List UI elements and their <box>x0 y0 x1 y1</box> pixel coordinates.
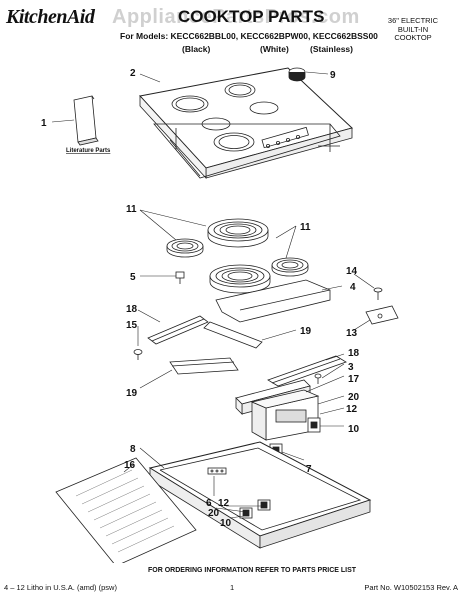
callout-9: 9 <box>330 70 336 81</box>
ordering-note: FOR ORDERING INFORMATION REFER TO PARTS … <box>148 567 357 574</box>
control-knob <box>288 67 306 82</box>
callout-12b: 12 <box>218 498 230 509</box>
page-number: 1 <box>230 583 235 592</box>
exploded-parts-diagram: Literature Parts <box>41 67 399 563</box>
callout-2: 2 <box>130 68 136 79</box>
vent-grille <box>55 457 197 563</box>
header: AppliancePartsPros.com KitchenAid COOKTO… <box>0 0 464 70</box>
terminal-block <box>207 467 227 475</box>
callout-1: 1 <box>41 118 47 129</box>
element-clip <box>175 271 185 284</box>
callout-19: 19 <box>300 326 312 337</box>
callout-10b: 10 <box>220 518 232 529</box>
callout-3: 3 <box>348 362 354 373</box>
brand-logo: KitchenAid <box>6 6 95 28</box>
callout-7: 7 <box>306 464 312 475</box>
cooktop-frame <box>153 123 341 179</box>
callout-18: 18 <box>126 304 138 315</box>
rail-left-lower <box>169 357 239 375</box>
base-pan <box>148 441 372 549</box>
callout-12: 12 <box>346 404 358 415</box>
screw-left <box>133 349 143 360</box>
callout-4: 4 <box>350 282 356 293</box>
mounting-bracket-right <box>365 305 399 325</box>
callout-13: 13 <box>346 328 358 339</box>
color-stainless: (Stainless) <box>310 44 353 54</box>
product-type: 36" ELECTRIC BUILT-IN COOKTOP <box>370 16 456 43</box>
callout-6: 6 <box>206 498 212 509</box>
switch-10 <box>307 417 321 433</box>
screw-right <box>314 373 322 384</box>
literature-parts-book <box>73 95 99 146</box>
callout-11: 11 <box>126 204 137 215</box>
callout-20b: 20 <box>208 508 220 519</box>
cooktop-glass-top <box>139 67 353 180</box>
product-type-line-1: 36" ELECTRIC <box>387 16 439 25</box>
rail-center <box>203 321 263 349</box>
control-box <box>250 389 320 441</box>
product-type-line-2: BUILT-IN <box>397 24 429 34</box>
callout-19b: 19 <box>126 388 138 399</box>
callout-11b: 11 <box>300 222 311 233</box>
radiant-element-group <box>166 218 309 294</box>
color-white: (White) <box>260 44 289 54</box>
control-switch-lower <box>239 499 271 519</box>
callout-15: 15 <box>126 320 138 331</box>
callout-16: 16 <box>124 460 136 471</box>
callout-20: 20 <box>348 392 360 403</box>
callouts: 1 2 3 4 5 6 7 8 9 10 11 12 13 14 15 16 1… <box>41 68 360 529</box>
callout-5: 5 <box>130 272 136 283</box>
page-title: COOKTOP PARTS <box>178 7 325 26</box>
rail-left-upper <box>147 315 209 345</box>
litho-info: 4 – 12 Litho in U.S.A. (amd) (psw) <box>4 583 117 592</box>
rail-right <box>267 355 347 387</box>
model-line: For Models: KECC662BBL00, KECC662BPW00, … <box>120 31 378 41</box>
literature-parts-label: Literature Parts <box>66 148 111 154</box>
watermark: AppliancePartsPros.com <box>112 6 360 28</box>
callout-10: 10 <box>348 424 360 435</box>
callout-8: 8 <box>130 444 136 455</box>
color-black: (Black) <box>182 44 211 54</box>
product-type-line-3: COOKTOP <box>394 33 432 42</box>
screw <box>373 287 383 300</box>
callout-17: 17 <box>348 374 360 385</box>
callout-18b: 18 <box>348 348 360 359</box>
part-number: Part No. W10502153 Rev. A <box>364 583 458 592</box>
leader-lines <box>51 71 375 519</box>
callout-14: 14 <box>346 266 358 277</box>
element-support-bracket <box>215 279 331 323</box>
